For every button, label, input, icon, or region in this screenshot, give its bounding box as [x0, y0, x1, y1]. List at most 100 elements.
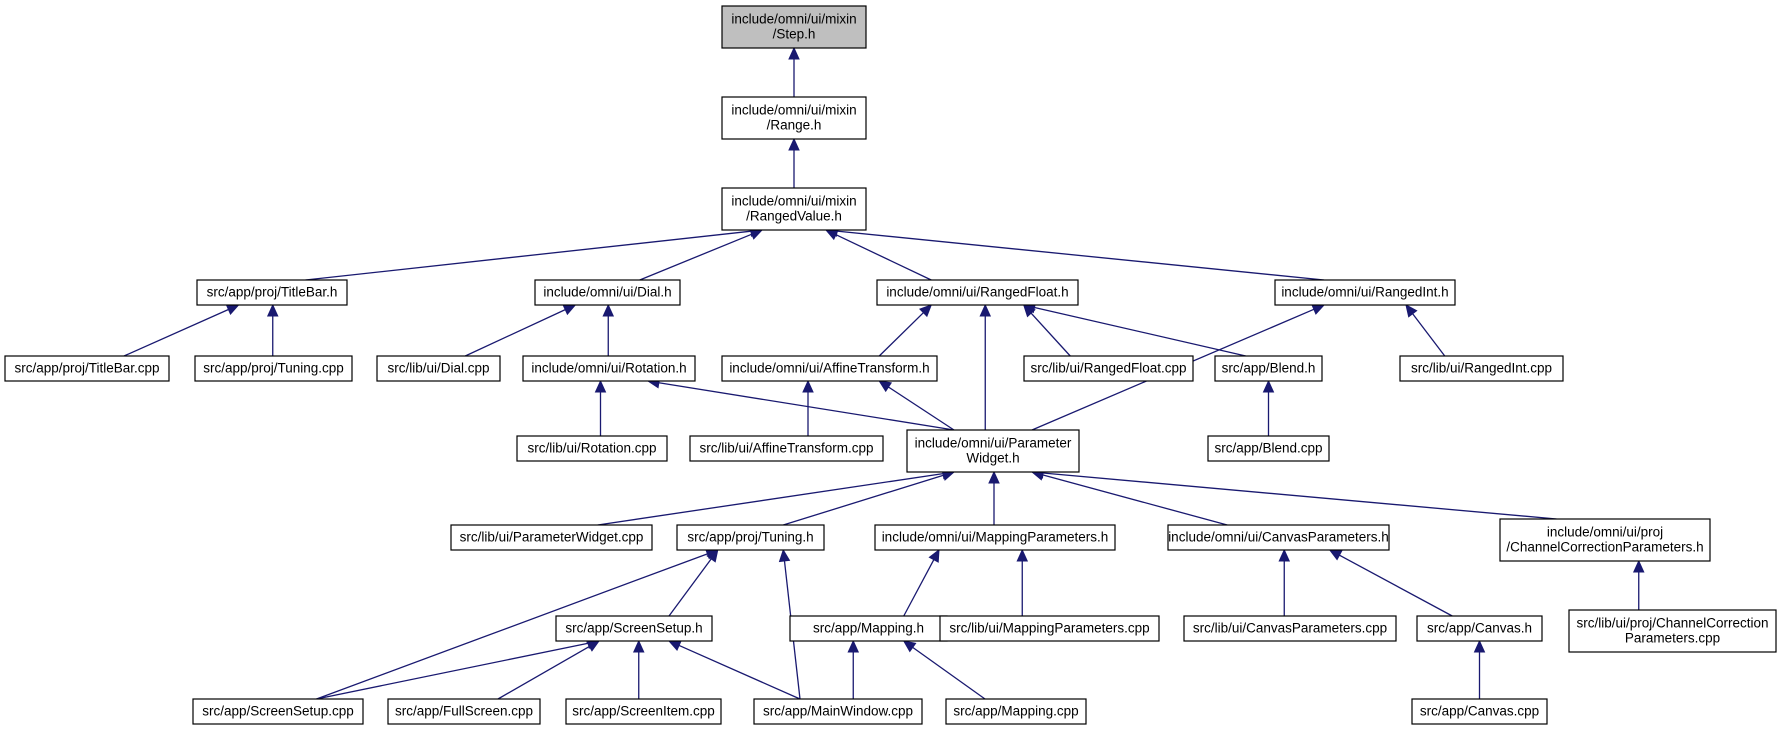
node-box [1023, 355, 1194, 382]
node-canvasparameters-h[interactable]: include/omni/ui/CanvasParameters.h [1167, 524, 1390, 551]
arrowhead-icon [586, 640, 601, 652]
arrowhead-icon [1262, 379, 1275, 393]
node-label: /Range.h [767, 118, 822, 133]
node-box [721, 96, 867, 140]
edge-screensetup-cpp-to-tuning-h [316, 553, 708, 700]
arrowhead-icon [1405, 304, 1418, 318]
arrowhead-icon [788, 46, 800, 60]
node-rangedint-cpp[interactable]: src/lib/ui/RangedInt.cpp [1399, 355, 1564, 382]
node-label: src/lib/ui/Rotation.cpp [527, 441, 656, 456]
node-channelcorrection-h[interactable]: include/omni/ui/proj/ChannelCorrectionPa… [1499, 518, 1711, 562]
node-affinetransform-h[interactable]: include/omni/ui/AffineTransform.h [721, 355, 938, 382]
edge-screensetup-h-to-tuning-h [668, 558, 712, 617]
node-titlebar-h[interactable]: src/app/proj/TitleBar.h [196, 279, 348, 306]
arrowhead-icon [594, 379, 607, 393]
node-box [876, 279, 1079, 306]
node-mapping-h[interactable]: src/app/Mapping.h [789, 615, 948, 642]
edge-fullscreen-cpp-to-screensetup-h [497, 645, 590, 700]
edge-canvasparameters-h-to-parameterwidget-h [1042, 474, 1228, 526]
node-canvasparameters-cpp[interactable]: src/lib/ui/CanvasParameters.cpp [1183, 615, 1397, 642]
node-step-h[interactable]: include/omni/ui/mixin/Step.h [721, 5, 867, 49]
node-mapping-cpp[interactable]: src/app/Mapping.cpp [945, 698, 1087, 725]
node-label: src/app/ScreenSetup.cpp [202, 704, 354, 719]
node-box [1167, 524, 1390, 551]
node-parameterwidget-h[interactable]: include/omni/ui/ParameterWidget.h [906, 429, 1080, 473]
node-titlebar-cpp[interactable]: src/app/proj/TitleBar.cpp [4, 355, 170, 382]
arrowhead-icon [266, 303, 279, 317]
node-label: src/app/proj/TitleBar.h [207, 285, 338, 300]
node-fullscreen-cpp[interactable]: src/app/FullScreen.cpp [387, 698, 541, 725]
node-label: include/omni/ui/RangedFloat.h [886, 285, 1068, 300]
edge-mapping-h-to-mappingparameters-h [903, 559, 935, 617]
node-rangedfloat-h[interactable]: include/omni/ui/RangedFloat.h [876, 279, 1079, 306]
node-box [534, 279, 681, 306]
node-dial-cpp[interactable]: src/lib/ui/Dial.cpp [376, 355, 501, 382]
arrowhead-icon [667, 640, 682, 651]
arrowhead-icon [778, 548, 791, 563]
node-label: include/omni/ui/AffineTransform.h [729, 361, 929, 376]
node-rotation-h[interactable]: include/omni/ui/Rotation.h [522, 355, 696, 382]
node-range-h[interactable]: include/omni/ui/mixin/Range.h [721, 96, 867, 140]
arrowhead-icon [1328, 549, 1343, 561]
node-canvas-cpp[interactable]: src/app/Canvas.cpp [1411, 698, 1548, 725]
node-blend-cpp[interactable]: src/app/Blend.cpp [1207, 435, 1330, 462]
node-label: include/omni/ui/mixin [731, 103, 856, 118]
node-rangedvalue-h[interactable]: include/omni/ui/mixin/RangedValue.h [721, 187, 867, 231]
node-affinetransform-cpp[interactable]: src/lib/ui/AffineTransform.cpp [689, 435, 884, 462]
node-label: src/lib/ui/CanvasParameters.cpp [1193, 621, 1387, 636]
node-label: include/omni/ui/Parameter [915, 436, 1072, 451]
arrowhead-icon [802, 379, 814, 393]
node-mappingparameters-h[interactable]: include/omni/ui/MappingParameters.h [874, 524, 1116, 551]
arrowhead-icon [749, 229, 764, 240]
arrowhead-icon [225, 304, 240, 315]
node-box [721, 355, 938, 382]
node-box [1207, 435, 1330, 462]
node-rangedfloat-cpp[interactable]: src/lib/ui/RangedFloat.cpp [1023, 355, 1194, 382]
node-label: src/app/Canvas.h [1427, 621, 1532, 636]
edge-canvas-h-to-canvasparameters-h [1339, 554, 1453, 617]
node-dial-h[interactable]: include/omni/ui/Dial.h [534, 279, 681, 306]
edge-mapping-cpp-to-mapping-h [912, 646, 986, 700]
arrowhead-icon [788, 137, 800, 151]
node-channelcorrection-cpp[interactable]: src/lib/ui/proj/ChannelCorrectionParamet… [1568, 609, 1777, 653]
node-label: src/app/Mapping.cpp [953, 704, 1078, 719]
node-rotation-cpp[interactable]: src/lib/ui/Rotation.cpp [516, 435, 668, 462]
node-box [1274, 279, 1456, 306]
edge-dial-h-to-rangedvalue-h [639, 233, 753, 281]
node-box [721, 187, 867, 231]
node-box [753, 698, 923, 725]
node-tuning-cpp[interactable]: src/app/proj/Tuning.cpp [194, 355, 353, 382]
node-screensetup-h[interactable]: src/app/ScreenSetup.h [555, 615, 713, 642]
node-mainwindow-cpp[interactable]: src/app/MainWindow.cpp [753, 698, 923, 725]
node-label: src/lib/ui/proj/ChannelCorrection [1576, 616, 1768, 631]
arrowhead-icon [902, 640, 917, 653]
node-box [376, 355, 501, 382]
node-box [387, 698, 541, 725]
node-parameterwidget-cpp[interactable]: src/lib/ui/ParameterWidget.cpp [450, 524, 653, 551]
node-mappingparameters-cpp[interactable]: src/lib/ui/MappingParameters.cpp [939, 615, 1160, 642]
node-rangedint-h[interactable]: include/omni/ui/RangedInt.h [1274, 279, 1456, 306]
node-label: include/omni/ui/Dial.h [543, 285, 671, 300]
nodes-layer: include/omni/ui/mixin/Step.hinclude/omni… [4, 5, 1777, 725]
node-screenitem-cpp[interactable]: src/app/ScreenItem.cpp [565, 698, 722, 725]
node-box [676, 524, 825, 551]
node-label: /Step.h [773, 27, 816, 42]
node-label: include/omni/ui/mixin [731, 12, 856, 27]
arrowhead-icon [632, 639, 645, 653]
arrowhead-icon [562, 304, 577, 316]
edge-rangedint-cpp-to-rangedint-h [1412, 313, 1446, 357]
node-box [721, 5, 867, 49]
node-box [1568, 609, 1777, 653]
node-canvas-h[interactable]: src/app/Canvas.h [1416, 615, 1543, 642]
node-label: Widget.h [966, 451, 1019, 466]
node-box [1499, 518, 1711, 562]
edge-rangedfloat-cpp-to-rangedfloat-h [1030, 312, 1071, 357]
node-tuning-h[interactable]: src/app/proj/Tuning.h [676, 524, 825, 551]
node-label: src/lib/ui/MappingParameters.cpp [949, 621, 1149, 636]
node-box [192, 698, 364, 725]
arrowhead-icon [602, 303, 615, 317]
arrowhead-icon [1632, 559, 1645, 573]
node-blend-h[interactable]: src/app/Blend.h [1214, 355, 1323, 382]
edge-titlebar-h-to-rangedvalue-h [305, 230, 752, 281]
node-screensetup-cpp[interactable]: src/app/ScreenSetup.cpp [192, 698, 364, 725]
